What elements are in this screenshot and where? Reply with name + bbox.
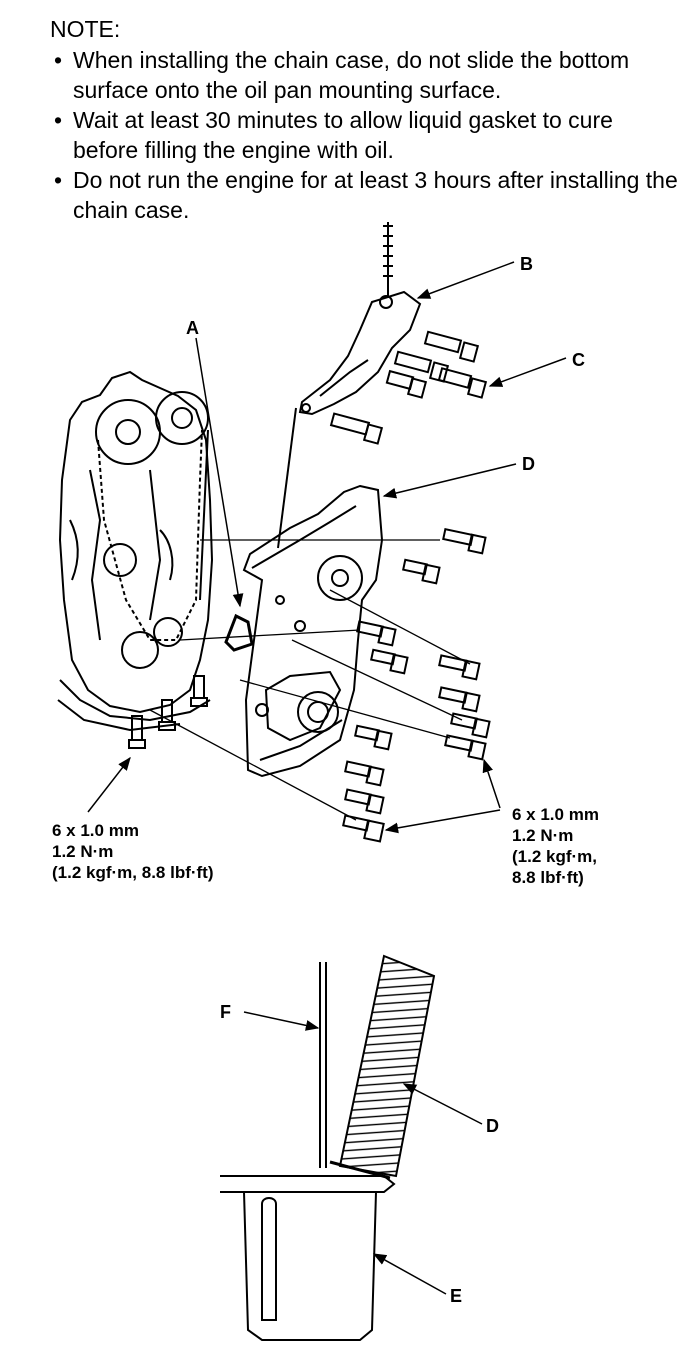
note-item: Do not run the engine for at least 3 hou… (50, 165, 680, 225)
spec-right-torque: 1.2 N·m (512, 826, 573, 845)
spec-left-size: 6 x 1.0 mm (52, 821, 139, 840)
callout-d-bottom: D (486, 1116, 499, 1136)
note-block: NOTE: When installing the chain case, do… (50, 14, 680, 225)
callout-d-top: D (522, 454, 535, 474)
callout-arrows (87, 261, 567, 834)
spec-right-alt2: 8.8 lbf·ft) (512, 868, 584, 887)
callout-c: C (572, 350, 585, 370)
callout-b: B (520, 254, 533, 274)
o-ring (224, 613, 254, 652)
callout-a: A (186, 318, 199, 338)
note-list: When installing the chain case, do not s… (50, 45, 680, 225)
note-item: Wait at least 30 minutes to allow liquid… (50, 105, 680, 165)
spec-left-torque: 1.2 N·m (52, 842, 113, 861)
chain-case (242, 407, 384, 778)
chain-case-bolts (342, 528, 491, 843)
engine-block (57, 370, 214, 732)
oil-pan-bolts (128, 675, 208, 749)
bracket-bolts (329, 330, 488, 445)
cross-section-arrows (243, 1011, 483, 1295)
callout-f: F (220, 1002, 231, 1022)
cross-section (220, 954, 436, 1341)
note-title: NOTE: (50, 16, 121, 42)
spec-right-alt1: (1.2 kgf·m, (512, 847, 597, 866)
callout-e: E (450, 1286, 462, 1306)
spec-left-alt: (1.2 kgf·m, 8.8 lbf·ft) (52, 863, 214, 882)
alignment-lines (149, 539, 471, 821)
spec-right-size: 6 x 1.0 mm (512, 805, 599, 824)
engine-mount-bracket (298, 222, 422, 416)
note-item: When installing the chain case, do not s… (50, 45, 680, 105)
